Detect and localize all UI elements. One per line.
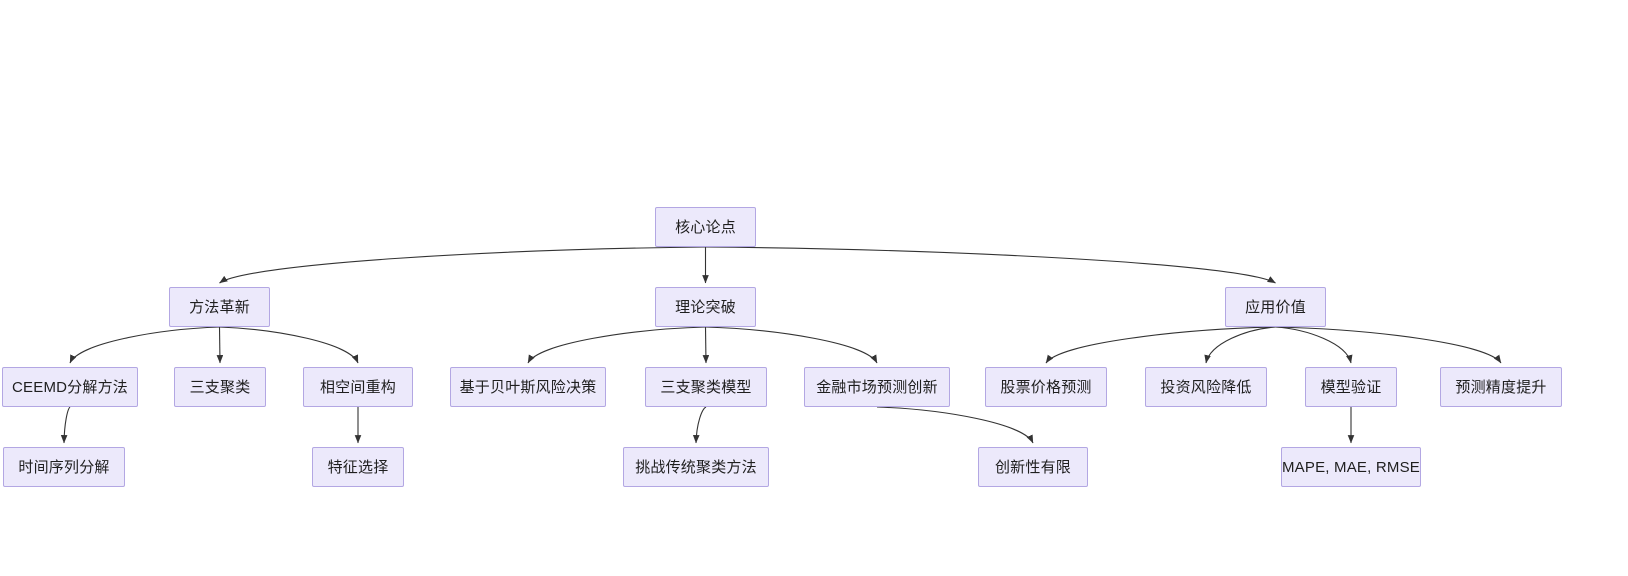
node-n13[interactable]: 预测精度提升 bbox=[1440, 367, 1562, 407]
node-label: 方法革新 bbox=[189, 298, 250, 316]
node-label: 金融市场预测创新 bbox=[816, 378, 938, 396]
node-n14[interactable]: 时间序列分解 bbox=[3, 447, 125, 487]
node-label: 投资风险降低 bbox=[1160, 378, 1252, 396]
node-n5[interactable]: 三支聚类 bbox=[174, 367, 266, 407]
node-n1[interactable]: 方法革新 bbox=[169, 287, 270, 327]
node-n2[interactable]: 理论突破 bbox=[655, 287, 756, 327]
node-label: 基于贝叶斯风险决策 bbox=[459, 378, 597, 396]
node-n0[interactable]: 核心论点 bbox=[655, 207, 756, 247]
node-n3[interactable]: 应用价值 bbox=[1225, 287, 1326, 327]
node-label: 核心论点 bbox=[675, 218, 736, 236]
node-label: 三支聚类 bbox=[189, 378, 251, 396]
node-n11[interactable]: 投资风险降低 bbox=[1145, 367, 1267, 407]
node-n17[interactable]: 创新性有限 bbox=[978, 447, 1088, 487]
node-label: 时间序列分解 bbox=[18, 458, 110, 476]
node-label: 股票价格预测 bbox=[1000, 378, 1092, 396]
node-label: 三支聚类模型 bbox=[660, 378, 752, 396]
node-label: 特征选择 bbox=[327, 458, 389, 476]
node-label: 挑战传统聚类方法 bbox=[635, 458, 757, 476]
node-label: 相空间重构 bbox=[319, 378, 396, 396]
node-label: CEEMD分解方法 bbox=[12, 378, 128, 396]
node-n4[interactable]: CEEMD分解方法 bbox=[2, 367, 138, 407]
node-label: 模型验证 bbox=[1320, 378, 1382, 396]
node-label: 理论突破 bbox=[675, 298, 736, 316]
node-n8[interactable]: 三支聚类模型 bbox=[645, 367, 767, 407]
node-n12[interactable]: 模型验证 bbox=[1305, 367, 1397, 407]
node-n18[interactable]: MAPE, MAE, RMSE bbox=[1281, 447, 1421, 487]
node-n10[interactable]: 股票价格预测 bbox=[985, 367, 1107, 407]
node-label: MAPE, MAE, RMSE bbox=[1281, 458, 1421, 476]
node-label: 应用价值 bbox=[1245, 298, 1306, 316]
node-n6[interactable]: 相空间重构 bbox=[303, 367, 413, 407]
node-n7[interactable]: 基于贝叶斯风险决策 bbox=[450, 367, 606, 407]
node-label: 创新性有限 bbox=[994, 458, 1071, 476]
node-n15[interactable]: 特征选择 bbox=[312, 447, 404, 487]
node-n9[interactable]: 金融市场预测创新 bbox=[804, 367, 950, 407]
node-n16[interactable]: 挑战传统聚类方法 bbox=[623, 447, 769, 487]
node-label: 预测精度提升 bbox=[1455, 378, 1547, 396]
